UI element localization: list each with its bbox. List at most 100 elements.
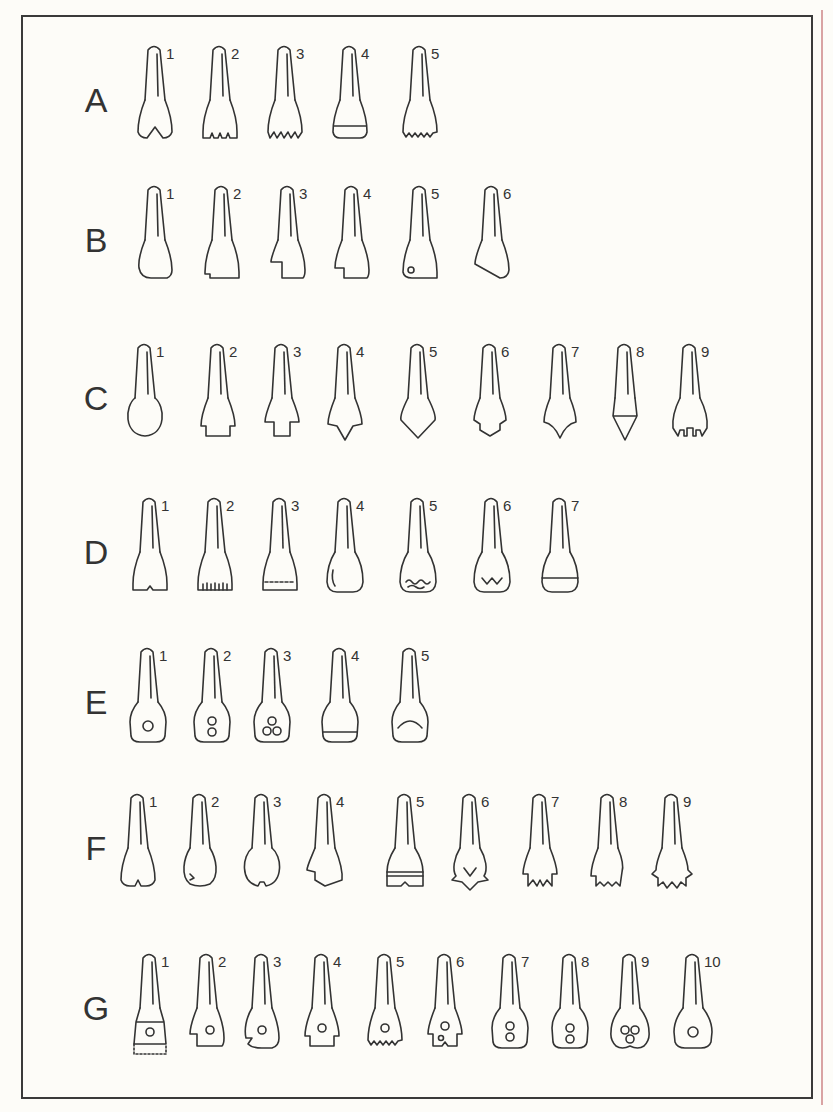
variant-number: 4	[351, 648, 359, 663]
variant-number: 2	[233, 186, 241, 201]
tooth-outline	[688, 1027, 698, 1037]
variant-number: 8	[636, 344, 644, 359]
variant-number: 5	[431, 186, 439, 201]
variant-number: 6	[503, 186, 511, 201]
variant-number: 4	[336, 794, 344, 809]
tooth-outline	[262, 649, 282, 703]
tooth-outline	[245, 1008, 279, 1048]
tooth-outline	[203, 583, 227, 590]
tooth-outline	[542, 577, 578, 579]
variant-number: 2	[211, 794, 219, 809]
tooth-outline	[474, 552, 510, 592]
tooth-outline	[482, 578, 502, 584]
tooth-outline	[482, 499, 502, 553]
tooth-outline	[263, 727, 271, 735]
tooth-outline	[375, 955, 395, 1009]
tooth-outline	[387, 848, 423, 886]
tooth-outline	[208, 717, 216, 725]
tooth-outline	[428, 1008, 462, 1046]
tooth-outline	[335, 499, 355, 553]
tooth-outline	[335, 240, 369, 278]
variant-number: 8	[619, 794, 627, 809]
variant-number: 2	[229, 344, 237, 359]
tooth-outline	[327, 552, 363, 592]
row-letter: G	[83, 991, 109, 1025]
tooth-outline	[140, 955, 160, 1009]
tooth-outline	[333, 100, 367, 138]
variant-number: 3	[293, 344, 301, 359]
tooth-outline	[184, 848, 216, 886]
variant-number: 1	[156, 344, 164, 359]
variant-number: 2	[218, 954, 226, 969]
tooth-outline	[312, 955, 332, 1009]
row-letter: D	[84, 535, 109, 569]
tooth-set	[121, 47, 712, 1055]
variant-number: 10	[704, 954, 721, 969]
tooth-outline	[560, 955, 580, 1009]
tooth-outline	[340, 47, 360, 101]
tooth-outline	[203, 100, 237, 138]
tooth-outline	[201, 398, 235, 436]
tooth-outline	[408, 345, 428, 399]
tooth-outline	[406, 580, 430, 589]
tooth-outline	[190, 795, 210, 849]
tooth-outline	[265, 581, 295, 583]
variant-number: 2	[223, 648, 231, 663]
variant-number: 9	[683, 794, 691, 809]
tooth-outline	[480, 345, 500, 399]
tooth-outline	[611, 1008, 649, 1048]
tooth-outline	[591, 848, 623, 886]
row-letter: E	[85, 685, 108, 719]
tooth-outline	[621, 1026, 629, 1034]
tooth-outline	[268, 100, 302, 138]
tooth-outline	[368, 1008, 402, 1045]
tooth-outline	[206, 1026, 214, 1034]
tooth-outline	[566, 1035, 574, 1043]
tooth-outline	[381, 1024, 389, 1032]
tooth-outline	[143, 721, 153, 731]
tooth-outline	[552, 1008, 588, 1048]
variant-number: 6	[456, 954, 464, 969]
tooth-outline	[197, 955, 217, 1009]
variant-number: 1	[149, 794, 157, 809]
variant-number: 3	[273, 954, 281, 969]
variant-number: 1	[161, 954, 169, 969]
tooth-outline	[268, 717, 276, 725]
tooth-outline	[128, 795, 148, 849]
tooth-outline	[328, 398, 362, 440]
variant-number: 5	[396, 954, 404, 969]
variant-number: 5	[429, 498, 437, 513]
tooth-outline	[330, 649, 350, 703]
tooth-drawing	[611, 955, 649, 1049]
tooth-outline	[550, 499, 570, 553]
tooth-outline	[258, 1026, 266, 1034]
tooth-outline	[134, 1044, 166, 1054]
tooth-outline	[139, 240, 172, 278]
tooth-outline	[410, 47, 430, 101]
tooth-outline	[680, 345, 700, 399]
tooth-outline	[146, 1028, 154, 1036]
row-letter: F	[86, 831, 107, 865]
tooth-outline	[673, 398, 707, 436]
tooth-outline	[254, 702, 290, 742]
tooth-outline	[318, 1024, 326, 1032]
tooth-outline	[566, 1024, 574, 1032]
tooth-outline	[194, 702, 230, 742]
variant-number: 5	[431, 46, 439, 61]
variant-number: 1	[161, 498, 169, 513]
tooth-outline	[270, 499, 290, 553]
tooth-outline	[435, 955, 455, 1009]
tooth-outline	[631, 1026, 639, 1034]
variant-number: 7	[521, 954, 529, 969]
tooth-outline	[273, 727, 281, 735]
variant-number: 3	[283, 648, 291, 663]
tooth-outline	[439, 1036, 444, 1041]
tooth-outline	[615, 345, 635, 399]
tooth-outline	[474, 398, 506, 436]
tooth-outline	[464, 868, 476, 876]
variant-number: 4	[361, 46, 369, 61]
tooth-outline	[135, 345, 155, 399]
row-letter: A	[85, 83, 108, 117]
tooth-outline	[335, 345, 355, 399]
